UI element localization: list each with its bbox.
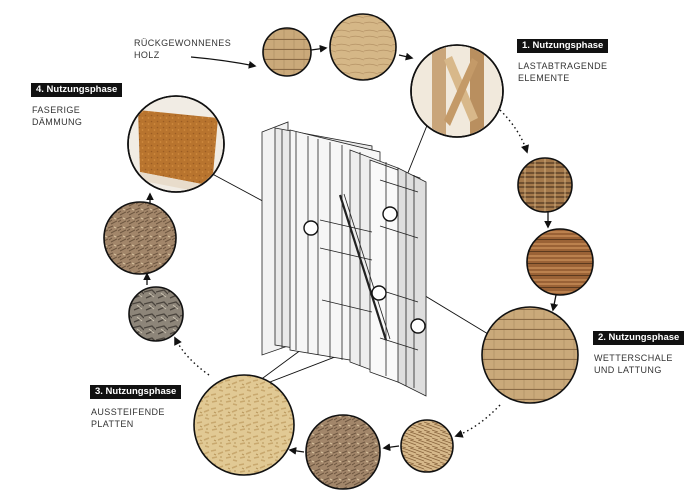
- phase-2-line-1: WETTERSCHALE: [594, 352, 673, 364]
- phase-2-line-2: UND LATTUNG: [594, 364, 673, 376]
- dotted-arrow-icon: [456, 405, 500, 436]
- arrow-icon: [290, 450, 304, 452]
- material-reclaimed-wood-1: [263, 28, 311, 76]
- phase-4-badge: 4. Nutzungsphase: [31, 83, 122, 97]
- source-label: RÜCKGEWONNENES HOLZ: [134, 37, 231, 61]
- material-load-bearing-elements: [411, 40, 503, 150]
- phase-4-line-1: FASERIGE: [32, 104, 82, 116]
- phase-1-badge: 1. Nutzungsphase: [517, 39, 608, 53]
- material-wood-chips: [306, 415, 380, 489]
- source-label-line-1: RÜCKGEWONNENES: [134, 37, 231, 49]
- material-shredded-wood: [104, 202, 176, 274]
- phase-3-line-2: PLATTEN: [91, 418, 165, 430]
- wall-element-illustration: [262, 122, 426, 396]
- dotted-arrow-icon: [500, 110, 527, 152]
- phase-4-description: FASERIGE DÄMMUNG: [32, 104, 82, 128]
- phase-3-badge: 3. Nutzungsphase: [90, 385, 181, 399]
- material-crates: [518, 158, 572, 212]
- phase-2-badge: 2. Nutzungsphase: [593, 331, 684, 345]
- material-stacked-boards: [527, 229, 593, 295]
- phase-1-line-1: LASTABTRAGENDE: [518, 60, 607, 72]
- material-stiffening-boards: [194, 375, 294, 475]
- arrow-icon: [399, 55, 412, 58]
- focus-ring-icon: [383, 207, 397, 221]
- focus-ring-icon: [411, 319, 425, 333]
- phase-3-description: AUSSTEIFENDE PLATTEN: [91, 406, 165, 430]
- material-weather-skin: [482, 307, 578, 403]
- arrow-icon: [384, 446, 399, 448]
- phase-4-line-2: DÄMMUNG: [32, 116, 82, 128]
- arrow-icon: [311, 48, 326, 50]
- focus-ring-icon: [372, 286, 386, 300]
- phase-2-description: WETTERSCHALE UND LATTUNG: [594, 352, 673, 376]
- focus-ring-icon: [304, 221, 318, 235]
- dotted-arrow-icon: [175, 338, 209, 375]
- material-straw-chips: [401, 420, 453, 472]
- source-label-line-2: HOLZ: [134, 49, 231, 61]
- material-reclaimed-wood-2: [330, 14, 396, 80]
- material-fibrous-insulation: [128, 96, 224, 194]
- phase-1-description: LASTABTRAGENDE ELEMENTE: [518, 60, 607, 84]
- phase-3-line-1: AUSSTEIFENDE: [91, 406, 165, 418]
- material-shards: [129, 287, 183, 341]
- phase-1-line-2: ELEMENTE: [518, 72, 607, 84]
